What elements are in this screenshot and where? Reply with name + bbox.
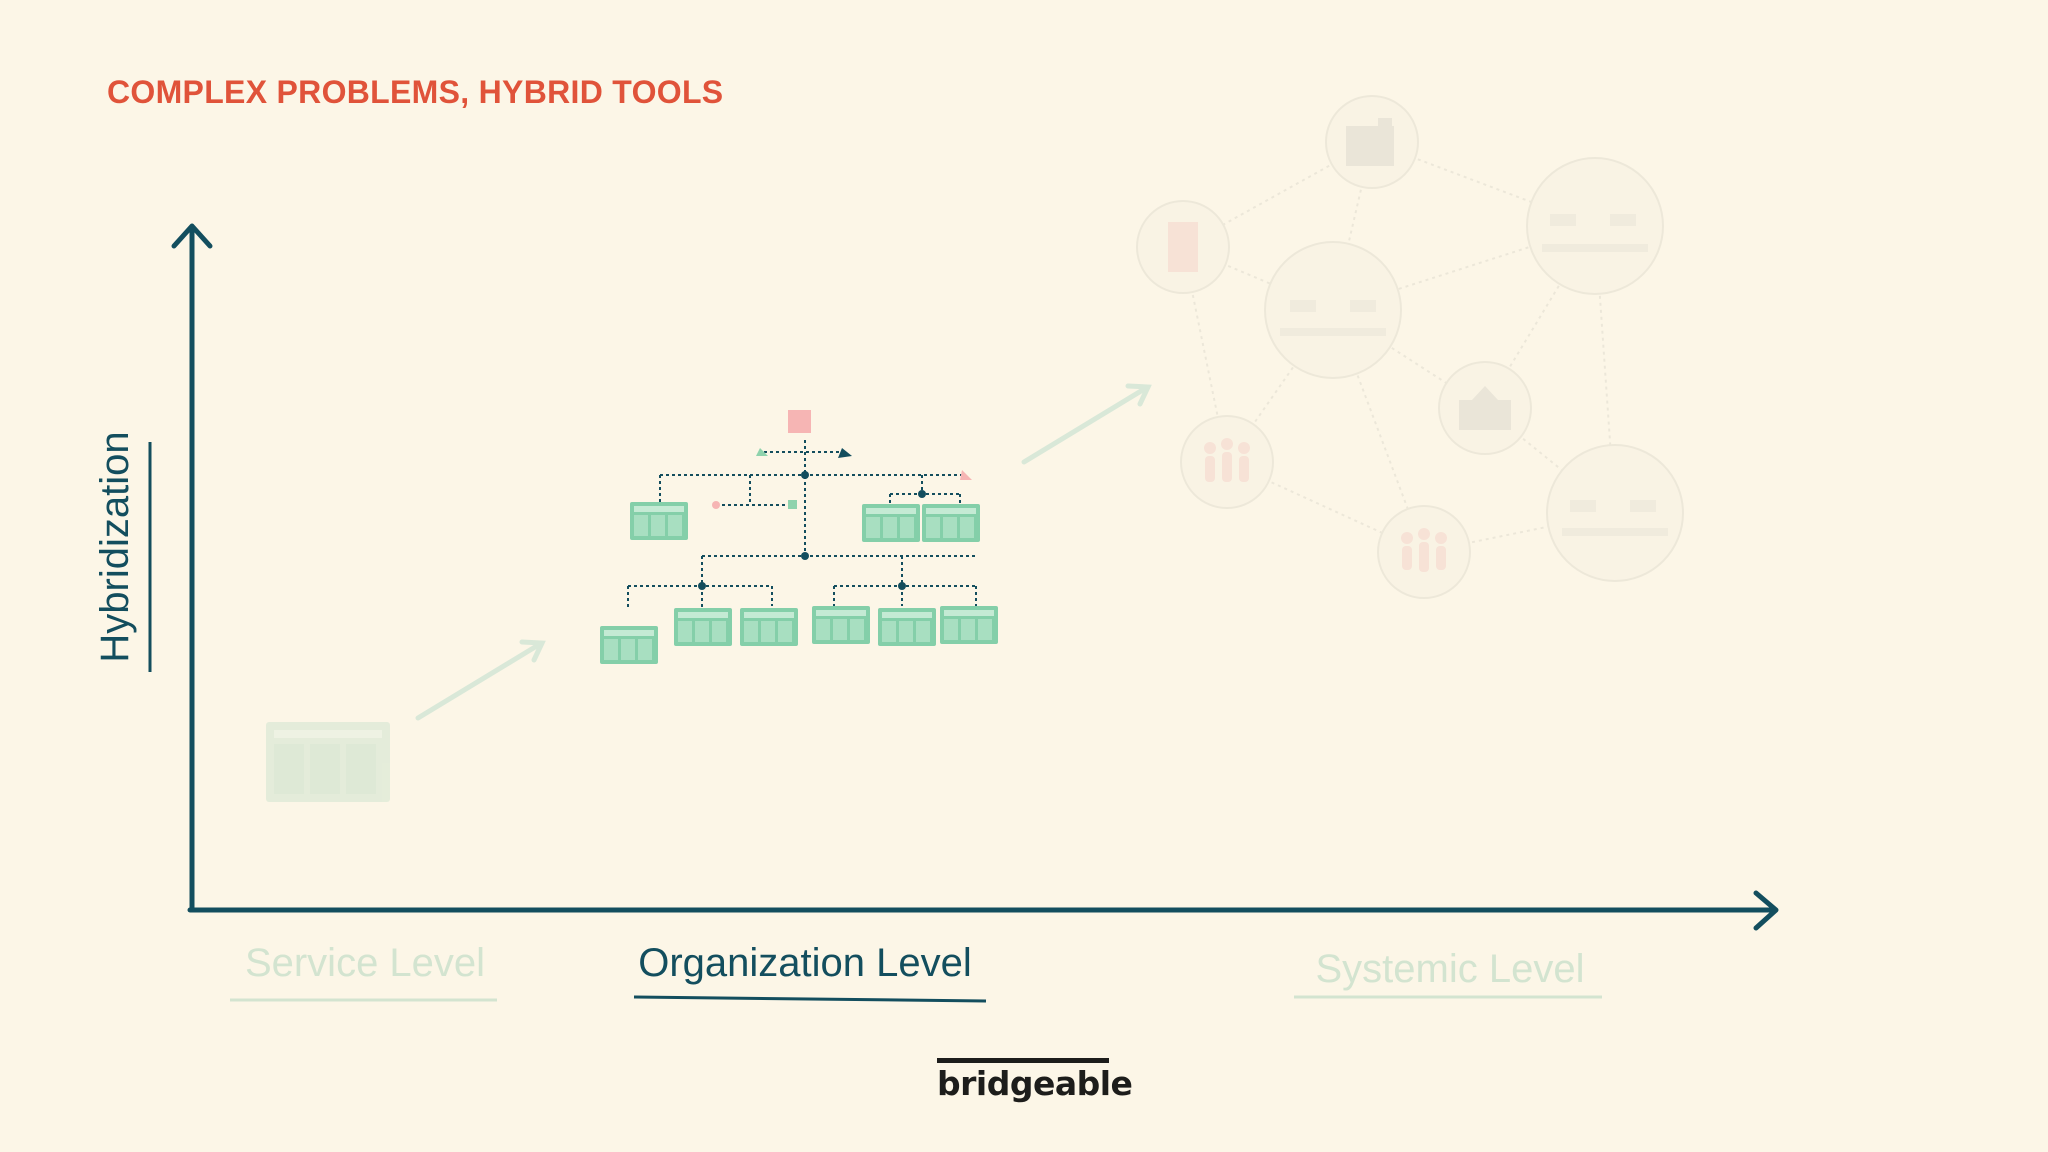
org-tile <box>600 626 658 664</box>
axes <box>171 223 1779 931</box>
logo-bar <box>937 1058 1109 1063</box>
x-label-service-level: Service Level <box>244 941 486 985</box>
bridgeable-logo: bridgeable <box>937 1058 1133 1103</box>
org-tile <box>922 504 980 542</box>
org-root-node <box>788 410 811 433</box>
org-tile <box>740 608 798 646</box>
org-tile <box>812 606 870 644</box>
y-axis-label: Hybridization <box>93 431 137 663</box>
slide-title: COMPLEX PROBLEMS, HYBRID TOOLS <box>107 74 724 110</box>
org-tile <box>878 608 936 646</box>
org-tile <box>940 606 998 644</box>
x-label-systemic-level: Systemic Level <box>1315 947 1585 991</box>
y-axis-arrowhead <box>171 223 213 249</box>
x-label-organization-level: Organization Level <box>638 941 972 985</box>
org-chart-icon <box>600 410 998 664</box>
org-tile <box>862 504 920 542</box>
org-tile <box>630 502 688 540</box>
service-blueprint-icon <box>266 722 390 802</box>
logo-text: bridgeable <box>937 1064 1133 1103</box>
org-tile <box>674 608 732 646</box>
progress-arrow-2 <box>1021 383 1152 465</box>
x-axis-arrowhead <box>1753 890 1779 931</box>
network-map-icon <box>1136 95 1684 599</box>
progress-arrow-1 <box>415 639 546 721</box>
